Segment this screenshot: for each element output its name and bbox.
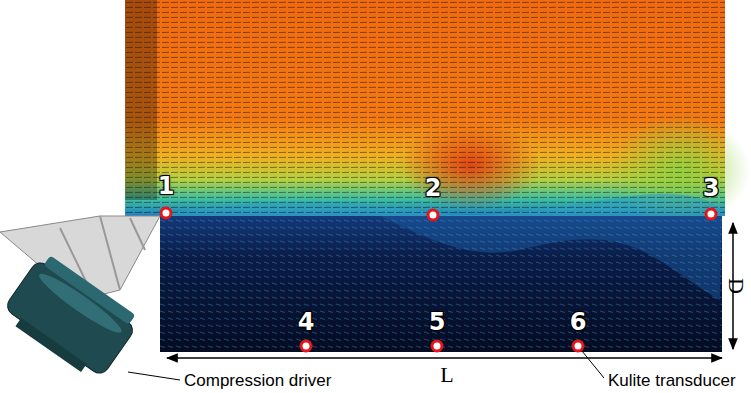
- part-label: Kulite transducer: [608, 371, 736, 391]
- callout-number: 3: [703, 174, 720, 202]
- dimension-label: L: [440, 362, 453, 388]
- part-label: Compression driver: [184, 371, 331, 391]
- callout-number: 2: [425, 174, 442, 202]
- dimension-label: D: [723, 278, 749, 294]
- callout-number: 4: [298, 308, 315, 336]
- callout-number: 6: [570, 308, 587, 336]
- callout-number: 5: [429, 308, 446, 336]
- callout-number: 1: [158, 172, 175, 200]
